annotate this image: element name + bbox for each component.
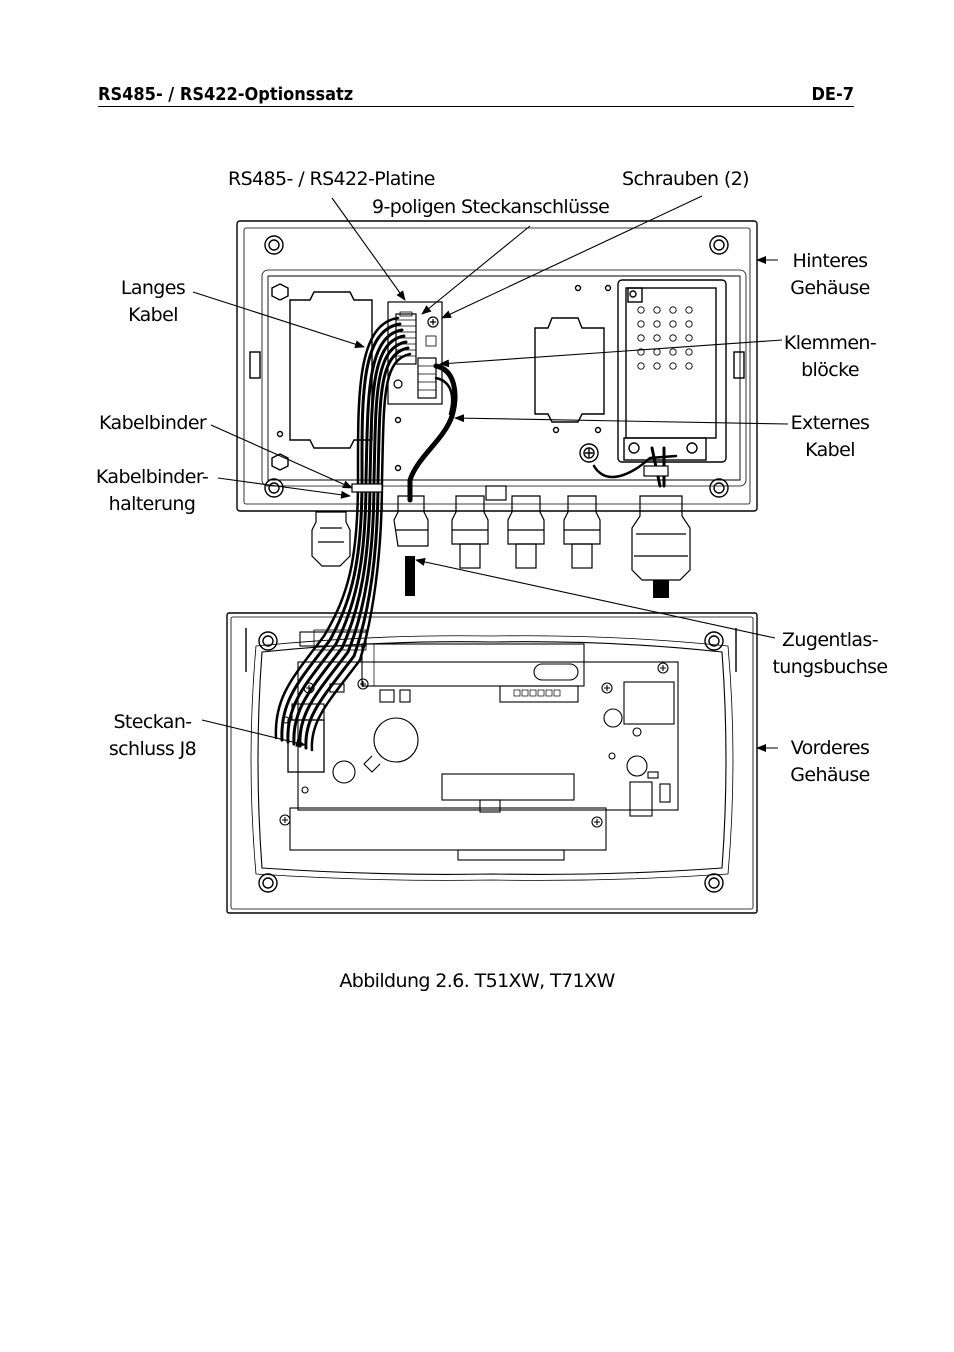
label-klemmenbloecke: Klemmen-blöcke (783, 332, 877, 381)
label-platine: RS485- / RS422-Platine (228, 168, 435, 190)
label-steckanschluesse: 9-poligen Steckanschlüsse (372, 196, 610, 218)
external-cable (405, 363, 678, 598)
header-title: RS485- / RS422-Optionssatz (98, 84, 354, 105)
rear-corner-screws (264, 235, 729, 498)
rear-housing (236, 220, 758, 512)
label-zugentlastungsbuchse: Zugentlas-tungsbuchse (772, 629, 888, 678)
label-steckanschluss-j8: Steckan-schluss J8 (108, 711, 197, 760)
header-rule (98, 106, 854, 107)
label-schrauben: Schrauben (2) (622, 168, 750, 190)
page-number: DE-7 (811, 84, 854, 105)
label-kabelbinderhalterung: Kabelbinder-halterung (95, 466, 209, 515)
cable-glands (311, 485, 691, 581)
front-housing (226, 612, 758, 914)
long-cable (274, 316, 412, 752)
label-kabelbinder: Kabelbinder (99, 412, 207, 434)
figure-caption: Abbildung 2.6. T51XW, T71XW (339, 970, 615, 992)
leader-lines (192, 195, 789, 752)
